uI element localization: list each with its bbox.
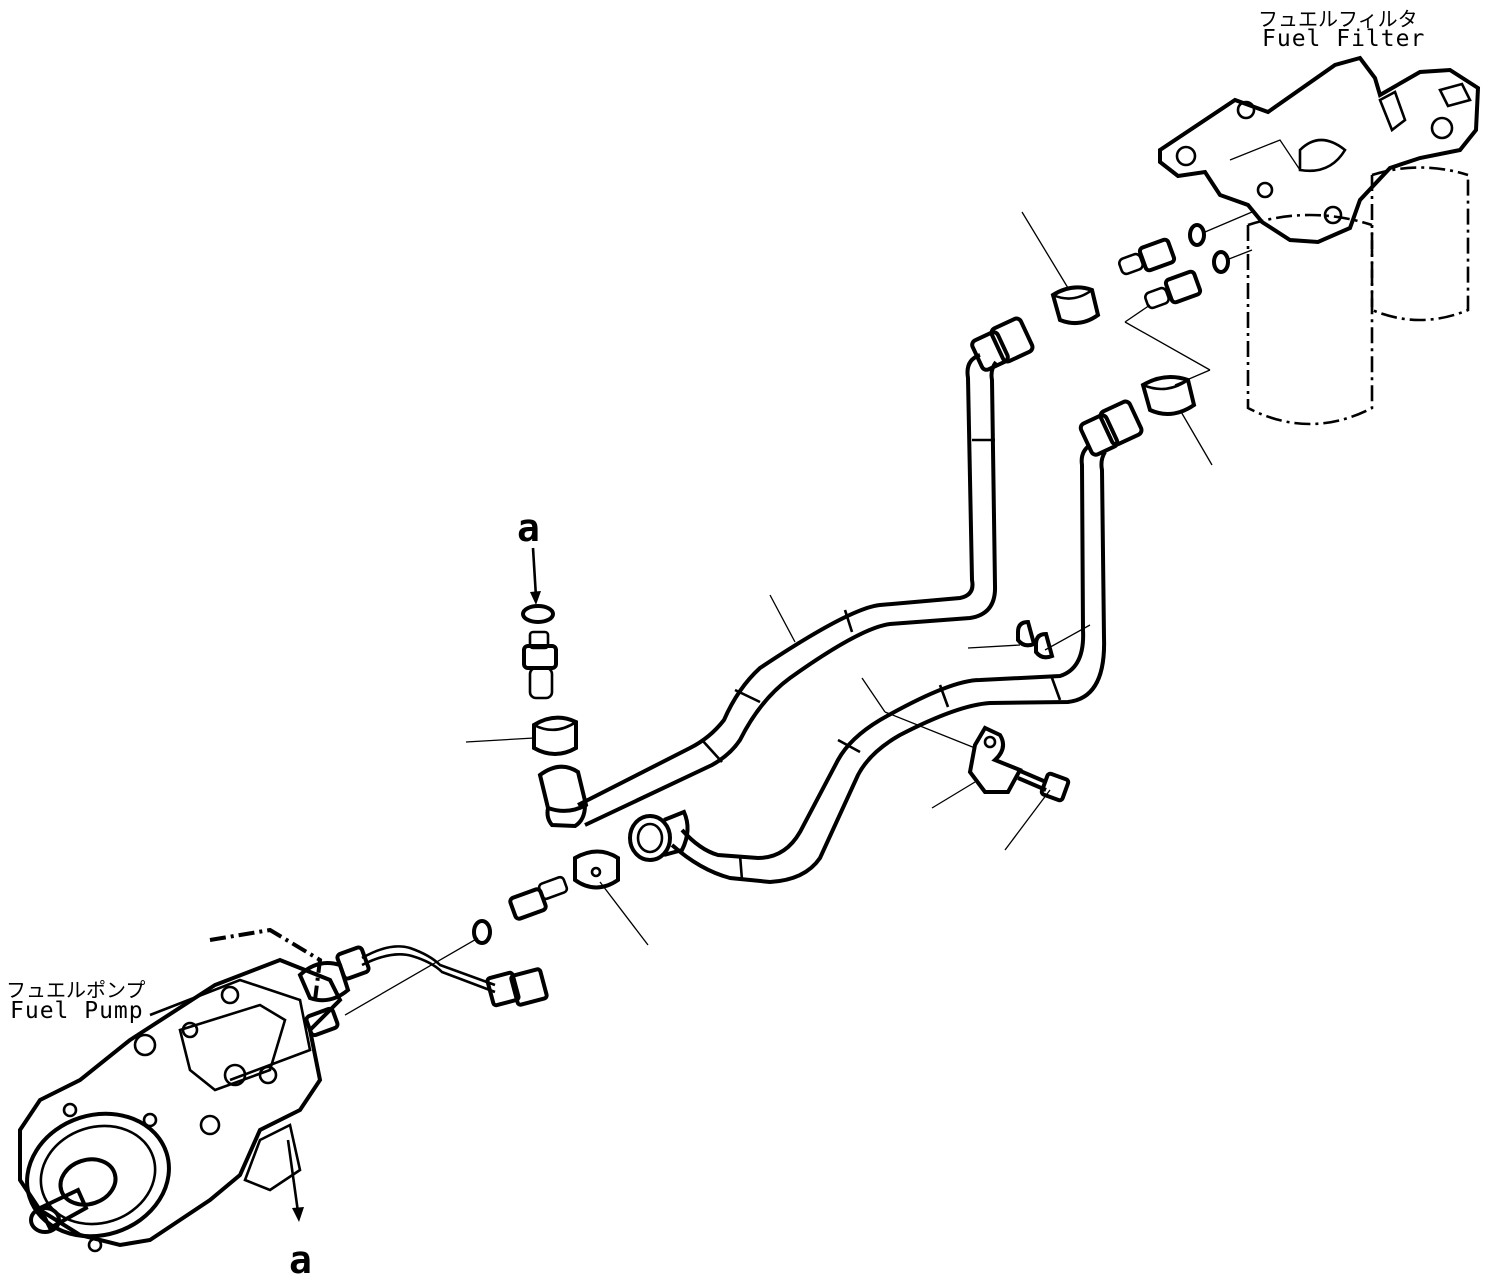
- o-ring-lower-stack: [472, 919, 492, 945]
- callout-arrowhead-bottom: [292, 1207, 304, 1222]
- fuel-pump-label-jp: フュエルポンプ: [6, 978, 146, 1002]
- connector-upper-stack: [522, 630, 558, 700]
- spacer-lower: [573, 849, 620, 890]
- o-ring-filter-upper: [1188, 223, 1206, 247]
- connector-lower-stack: [508, 875, 569, 921]
- sleeve-lower: [1140, 374, 1197, 416]
- fuel-hose-upper: [537, 316, 1035, 829]
- fuel-filter-label-jp: フュエルフィルタ: [1258, 7, 1418, 31]
- filter-canister-rear: [1370, 166, 1470, 322]
- callout-arrow-top: [531, 547, 538, 598]
- filter-head: [1158, 55, 1481, 245]
- spacer-upper: [532, 715, 578, 756]
- fuel-filter-assembly: [1158, 55, 1481, 426]
- sleeve-upper: [1050, 285, 1101, 326]
- filter-canister-front: [1246, 213, 1374, 426]
- callout-a-top: a: [517, 506, 540, 550]
- callout-arrow-bottom: [286, 1139, 300, 1213]
- fuel-pump-label-en: Fuel Pump: [10, 998, 144, 1024]
- fuel-filter-label-en: Fuel Filter: [1262, 26, 1426, 52]
- o-ring-upper-stack: [521, 604, 555, 624]
- fuel-pump-assembly: [18, 927, 549, 1253]
- o-ring-filter-lower: [1212, 250, 1230, 274]
- hose-bracket: [967, 725, 1023, 794]
- callout-arrowhead-top: [530, 591, 541, 605]
- fuel-hose-lower: [628, 399, 1144, 885]
- callout-a-bottom: a: [289, 1238, 312, 1282]
- connector-filter-upper: [1118, 237, 1177, 276]
- bracket-bolt: [1017, 768, 1071, 803]
- hose-clip: [1016, 619, 1055, 660]
- connector-filter-lower: [1144, 269, 1203, 310]
